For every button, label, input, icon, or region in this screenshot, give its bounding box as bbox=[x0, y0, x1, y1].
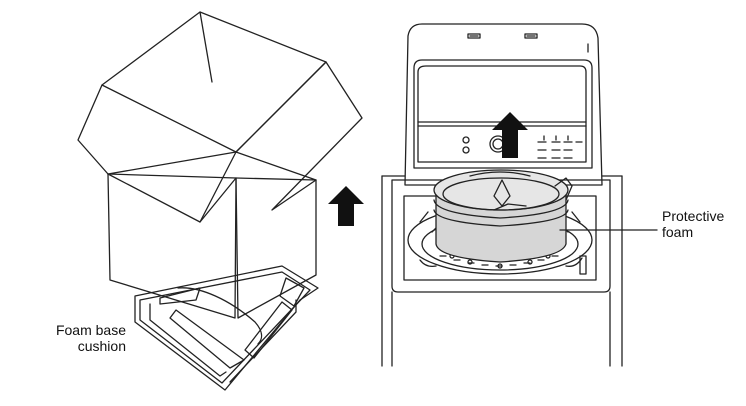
shipping-carton bbox=[78, 12, 362, 318]
foam-base-label-line1: Foam base bbox=[56, 322, 126, 338]
protective-foam bbox=[434, 170, 572, 262]
protective-foam-label-line1: Protective bbox=[662, 208, 724, 224]
foam-base-label-line2: cushion bbox=[56, 338, 126, 354]
protective-foam-label-line2: foam bbox=[662, 224, 724, 240]
protective-foam-label: Protective foam bbox=[662, 208, 724, 240]
up-arrow-icon bbox=[492, 112, 528, 158]
foam-base-cushion-label: Foam base cushion bbox=[56, 322, 126, 354]
foam-base-cushion bbox=[135, 266, 318, 390]
up-arrow-icon bbox=[328, 186, 364, 226]
